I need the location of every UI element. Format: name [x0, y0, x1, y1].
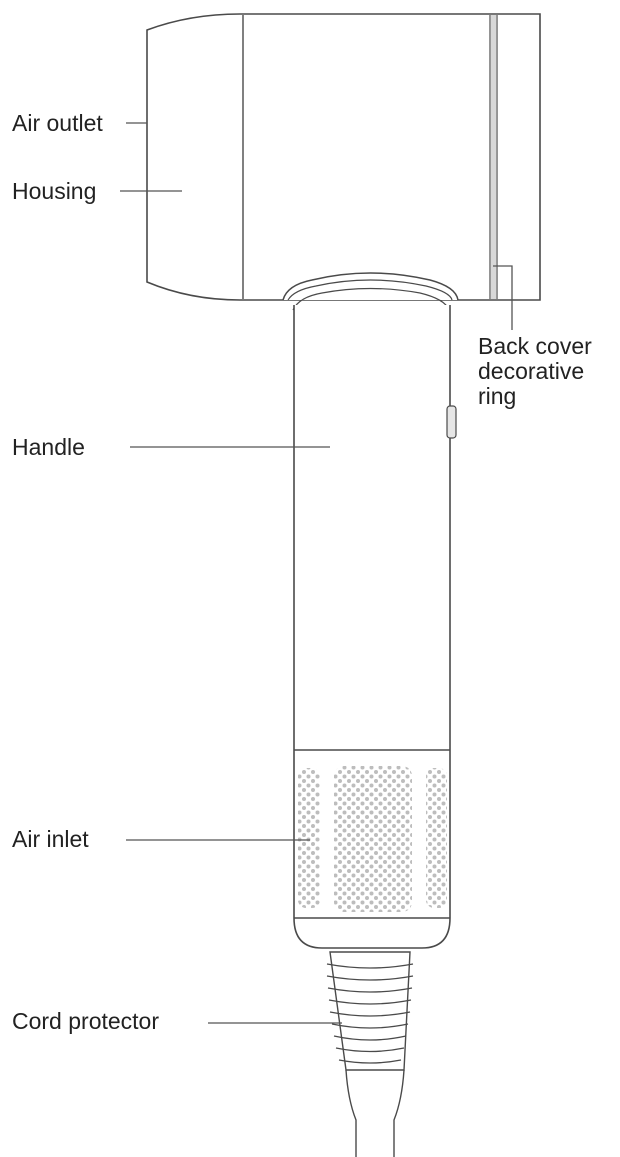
power-cord — [345, 1069, 405, 1157]
neck-arch-base — [292, 287, 450, 311]
label-back-cover-line-2: decorative — [478, 358, 585, 384]
label-housing: Housing — [12, 178, 97, 204]
label-air-inlet: Air inlet — [12, 826, 89, 852]
label-cord-protector: Cord protector — [12, 1008, 160, 1034]
neck-arch-outer — [282, 272, 459, 301]
label-back-cover-ring: Back cover decorative ring — [478, 334, 592, 409]
leader-lines — [120, 122, 513, 1024]
dryer-head — [146, 13, 541, 301]
cord-protector-outline — [329, 951, 411, 1071]
cord-protector — [326, 951, 414, 1157]
mesh-panel-right — [426, 768, 447, 908]
label-handle: Handle — [12, 434, 85, 460]
power-switch — [446, 405, 457, 439]
neck-arch-inner — [287, 279, 453, 301]
cord-protector-ribs — [326, 963, 414, 1064]
mesh-panel-left — [298, 768, 320, 908]
dryer-neck — [282, 272, 459, 311]
label-air-outlet: Air outlet — [12, 110, 103, 136]
housing-outline — [146, 13, 541, 301]
back-cover-ring-fill — [490, 15, 497, 299]
mesh-panel-center — [334, 766, 412, 912]
leader-back-cover-ring — [493, 265, 513, 330]
label-back-cover-line-1: Back cover — [478, 333, 592, 359]
label-back-cover-line-3: ring — [478, 383, 517, 409]
air-inlet-mesh — [298, 766, 447, 912]
